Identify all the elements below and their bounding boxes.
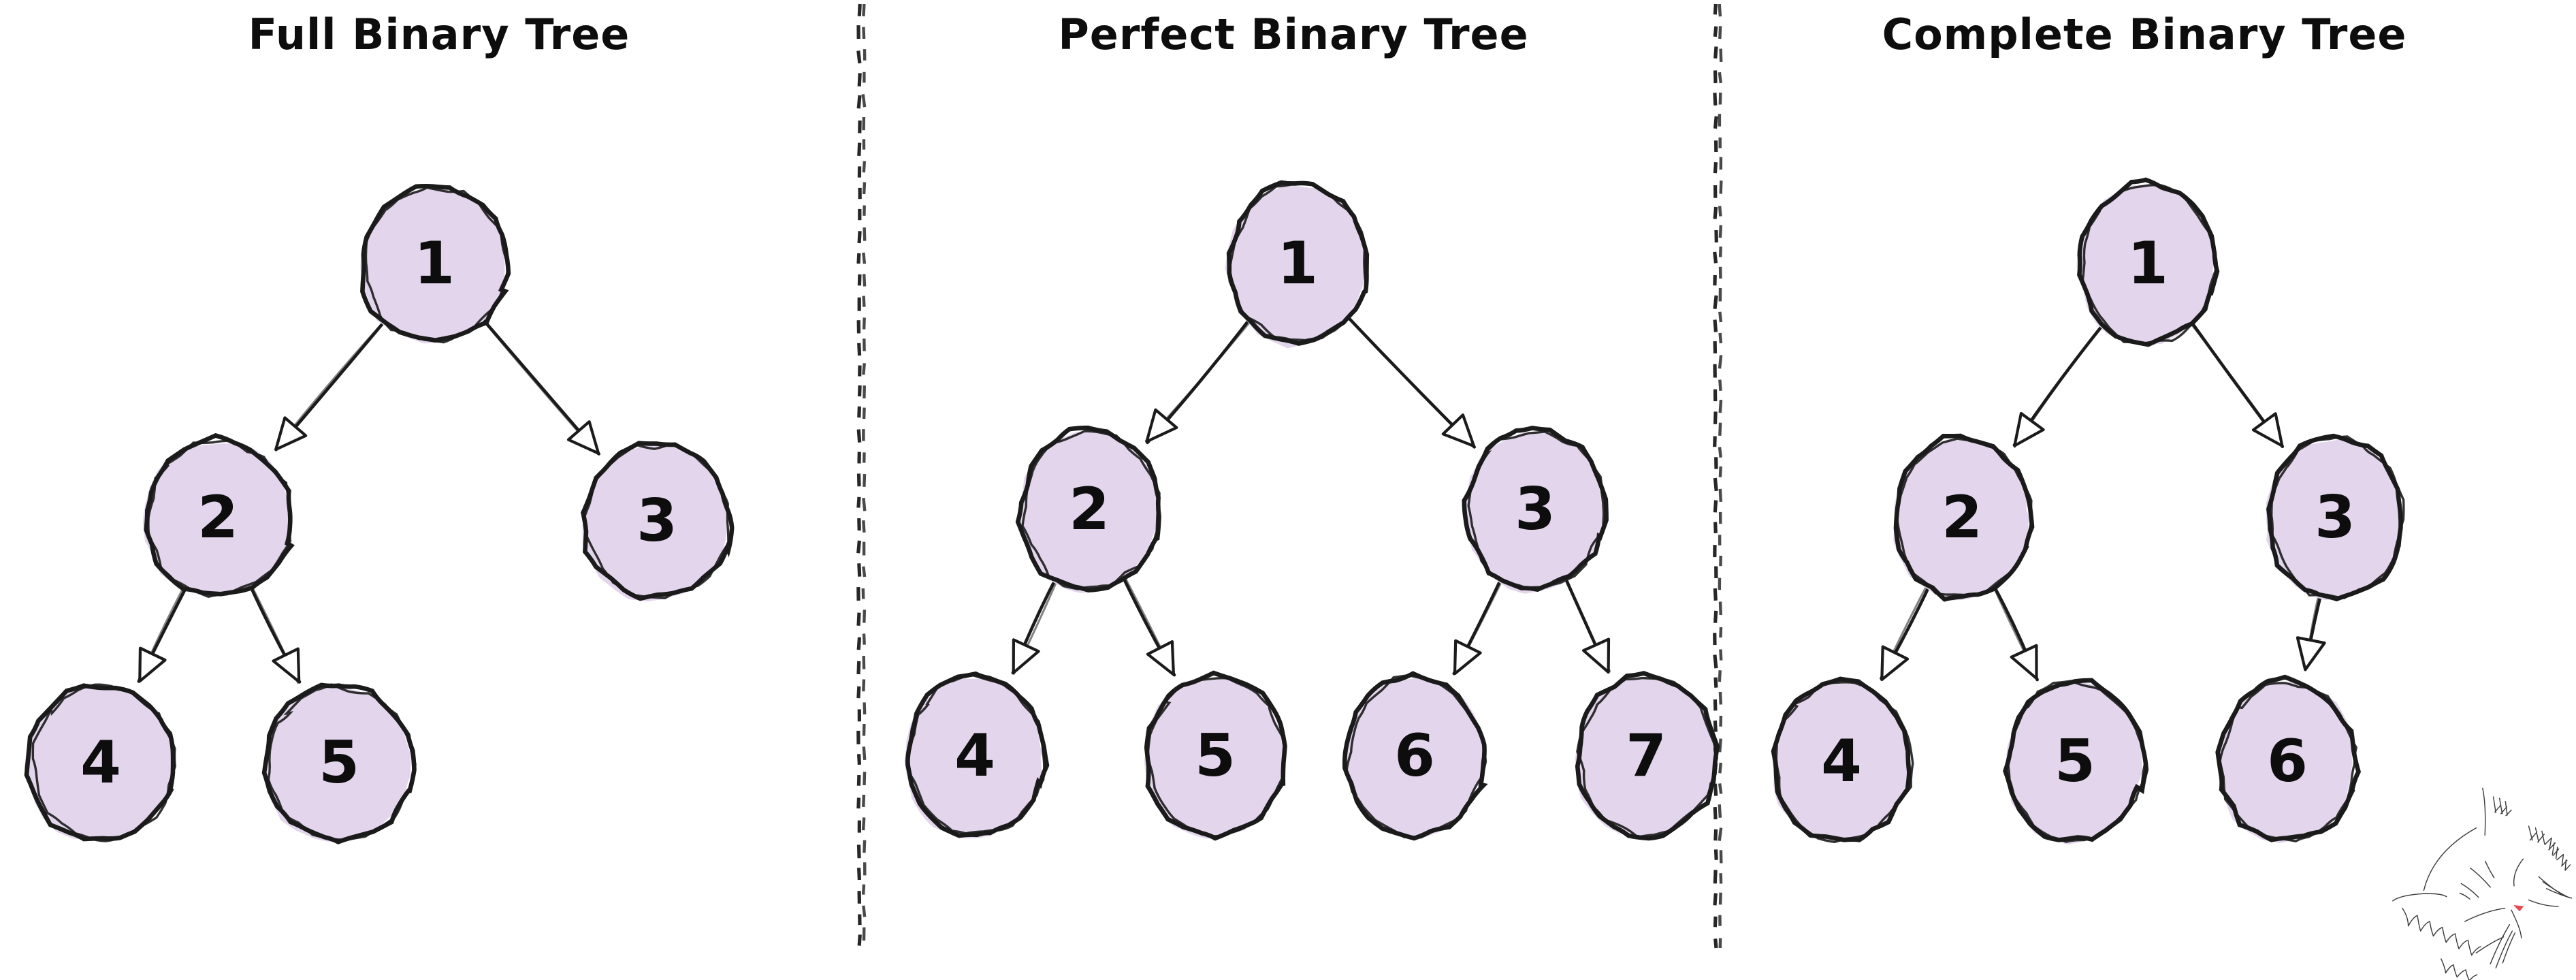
- arrowhead: [2013, 411, 2045, 447]
- node-full-1[interactable]: [360, 183, 511, 344]
- node-complete-5[interactable]: [2003, 678, 2149, 844]
- edge-complete-n2-n4: [1880, 581, 1932, 682]
- node-complete-6[interactable]: [2215, 674, 2362, 843]
- divider-1: [856, 3, 867, 946]
- edge-perfect-n2-n5: [1121, 573, 1176, 677]
- edge-full-n1-n3: [479, 315, 600, 456]
- node-perfect-6[interactable]: [1342, 671, 1488, 841]
- arrowhead: [1582, 637, 1611, 674]
- panel-title-complete: Complete Binary Tree: [1882, 10, 2407, 59]
- edge-perfect-n3-n7: [1562, 574, 1611, 674]
- arrowhead: [2010, 644, 2038, 680]
- arrowhead: [1880, 645, 1910, 682]
- node-complete-3[interactable]: [2266, 433, 2405, 602]
- arrowhead: [566, 420, 600, 455]
- arrowhead: [1441, 413, 1476, 447]
- arrowhead: [1146, 640, 1175, 676]
- panel-title-perfect: Perfect Binary Tree: [1058, 10, 1529, 59]
- edge-full-n2-n4: [137, 582, 189, 683]
- node-full-3[interactable]: [581, 441, 735, 602]
- edge-complete-n1-n3: [2189, 319, 2285, 448]
- node-full-5[interactable]: [261, 682, 417, 844]
- arrowhead: [1145, 408, 1178, 443]
- arrowhead: [138, 646, 167, 683]
- node-complete-1[interactable]: [2076, 177, 2220, 347]
- node-perfect-7[interactable]: [1575, 671, 1720, 841]
- edge-complete-n1-n2: [2012, 319, 2108, 448]
- node-full-2[interactable]: [142, 433, 295, 598]
- edge-perfect-n3-n6: [1452, 573, 1505, 676]
- arrowhead: [1453, 639, 1482, 676]
- edge-complete-n2-n5: [1991, 583, 2039, 682]
- arrowhead: [1012, 638, 1040, 674]
- node-full-4[interactable]: [24, 683, 176, 842]
- node-complete-4[interactable]: [1771, 676, 1914, 844]
- edge-perfect-n1-n2: [1144, 315, 1254, 445]
- panel-title-full: Full Binary Tree: [248, 10, 630, 59]
- edge-perfect-n2-n4: [1011, 575, 1060, 675]
- node-complete-2[interactable]: [1893, 433, 2035, 602]
- node-perfect-3[interactable]: [1462, 426, 1609, 594]
- arrowhead: [272, 647, 301, 684]
- node-perfect-5[interactable]: [1144, 670, 1287, 841]
- edge-full-n1-n2: [274, 316, 389, 452]
- edge-full-n2-n5: [247, 580, 302, 684]
- edge-perfect-n1-n3: [1344, 313, 1476, 449]
- node-perfect-1[interactable]: [1225, 180, 1370, 349]
- node-perfect-2[interactable]: [1015, 425, 1161, 593]
- arrowhead: [2251, 412, 2284, 447]
- node-perfect-4[interactable]: [904, 671, 1050, 839]
- arrowhead: [274, 416, 308, 452]
- arrowhead: [2296, 636, 2326, 671]
- edge-complete-n3-n6: [2296, 589, 2326, 671]
